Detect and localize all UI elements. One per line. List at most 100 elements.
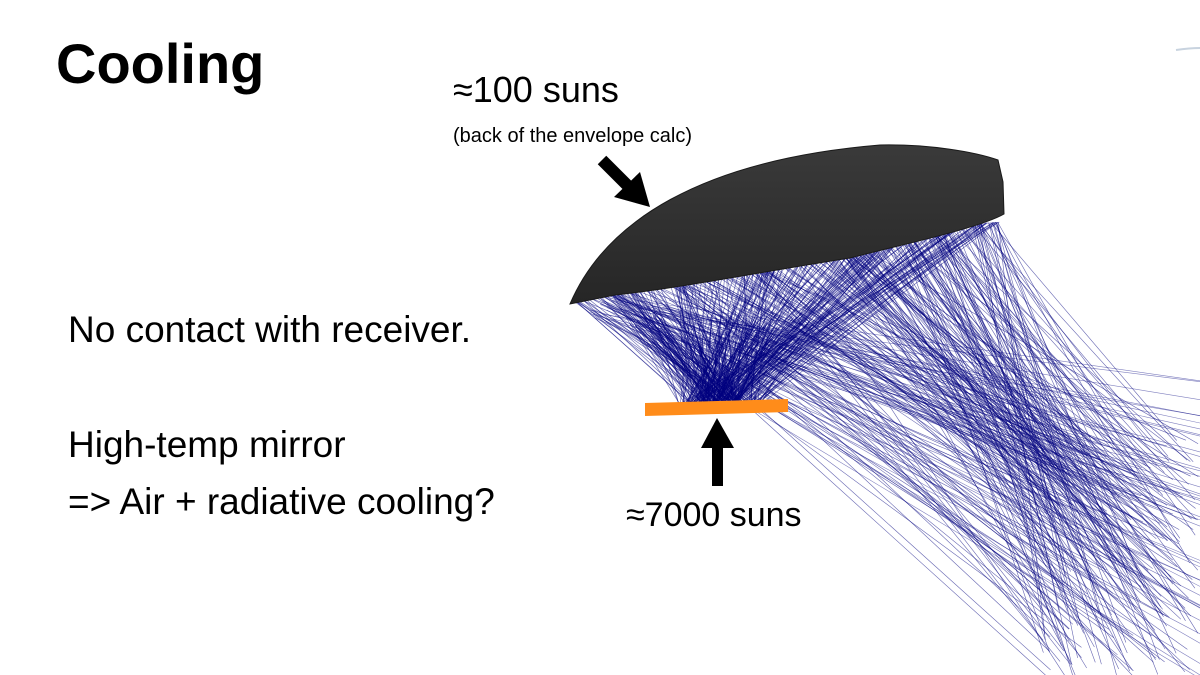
ray-line [927, 226, 1136, 473]
ray-line [904, 228, 1044, 653]
ray-line [744, 252, 1071, 665]
ray-line [939, 225, 1097, 593]
ray-line [624, 310, 1200, 521]
ray-line [718, 320, 757, 406]
ray-line [709, 261, 1107, 458]
ray-line [700, 263, 1180, 530]
ray-line [800, 241, 1172, 542]
body-line-high-temp-mirror: High-temp mirror [68, 424, 346, 465]
receiver-plate [645, 399, 788, 416]
ray-line [893, 229, 1167, 627]
ray-line [737, 254, 1057, 455]
ray-line [662, 340, 729, 406]
arrow-to-receiver-icon [701, 418, 734, 486]
ray-line [976, 223, 1069, 587]
ray-line [649, 309, 1200, 518]
ray-line [897, 228, 1050, 653]
ray-line [653, 318, 1200, 596]
ray-line [617, 288, 1046, 675]
ray-line [796, 242, 1132, 520]
ray-line [612, 308, 1200, 382]
ray-line [638, 307, 1200, 400]
ray-line [722, 258, 1060, 505]
ray-line [652, 316, 719, 406]
ray-line [889, 229, 1076, 675]
ray-line [848, 234, 1162, 597]
ray-line [649, 278, 686, 405]
ray-line [665, 307, 1200, 453]
ray-line [664, 273, 1074, 625]
ray-line [612, 318, 1200, 477]
ray-line [804, 240, 1157, 540]
ray-line [830, 236, 1057, 553]
ray-line [785, 244, 1173, 561]
ray-line [682, 268, 1161, 524]
ray-line [680, 339, 729, 406]
ray-line [609, 290, 1138, 474]
ray-line [600, 302, 1200, 606]
ray-line [955, 224, 1186, 621]
ray-line [979, 223, 1046, 640]
ray-line [647, 305, 1200, 505]
ray-line [606, 309, 1200, 664]
ray-line [867, 231, 1164, 513]
mirror-flux-label: ≈100 suns [453, 69, 619, 110]
ray-line [834, 236, 1133, 671]
ray-line [898, 228, 1189, 485]
ray-line [665, 273, 1152, 637]
ray-line [750, 251, 1065, 652]
ray-line [590, 309, 1200, 472]
ray-line [725, 257, 1061, 662]
ray-line [886, 229, 1058, 472]
ray-line [611, 290, 1110, 630]
ray-line [832, 236, 1064, 593]
ray-line [646, 343, 736, 406]
ray-line [687, 335, 734, 406]
ray-line [996, 222, 1160, 660]
ray-line [971, 223, 1169, 457]
body-line-cooling: => Air + radiative cooling? [68, 481, 495, 522]
ray-line [852, 233, 1149, 571]
ray-line [667, 272, 1111, 444]
ray-line [818, 238, 1102, 445]
ray-line [618, 310, 1200, 488]
ray-line [987, 222, 1112, 483]
ray-line [668, 313, 1200, 587]
ray-line [692, 265, 1065, 519]
ray-line [640, 300, 1200, 382]
ray-line [839, 235, 1199, 444]
ray-line [931, 226, 1048, 513]
ray-line [979, 222, 1159, 675]
ray-line [656, 315, 720, 406]
ray-line [994, 222, 1115, 445]
ray-line [603, 300, 1200, 644]
ray-line [939, 225, 1062, 525]
receiver-flux-label: ≈7000 suns [626, 496, 802, 534]
ray-line [848, 234, 1064, 491]
ray-line [793, 242, 1042, 487]
ray-line [919, 226, 1160, 493]
ray-line [891, 229, 1122, 652]
ray-line [990, 222, 1177, 441]
ray-line [942, 225, 1050, 614]
ray-line [977, 223, 1128, 574]
body-line-no-contact: No contact with receiver. [68, 309, 472, 350]
ray-line [645, 279, 681, 410]
ray-line [904, 228, 1166, 650]
ray-line [683, 268, 1080, 564]
ray-line [686, 222, 989, 410]
ray-bundle [574, 221, 1200, 675]
ray-line [974, 223, 1072, 508]
mirror-flux-note: (back of the envelope calc) [453, 125, 693, 147]
ray-line [979, 222, 1147, 441]
ray-line [980, 222, 1196, 536]
ray-line [671, 271, 1157, 659]
ray-line [653, 310, 1200, 417]
ray-line [920, 226, 1068, 612]
ray-line [813, 239, 1113, 536]
ray-line [606, 307, 1200, 581]
ray-line [590, 311, 1200, 561]
ray-line [748, 251, 1190, 670]
ray-line [686, 267, 1070, 630]
ray-line [705, 262, 1050, 489]
